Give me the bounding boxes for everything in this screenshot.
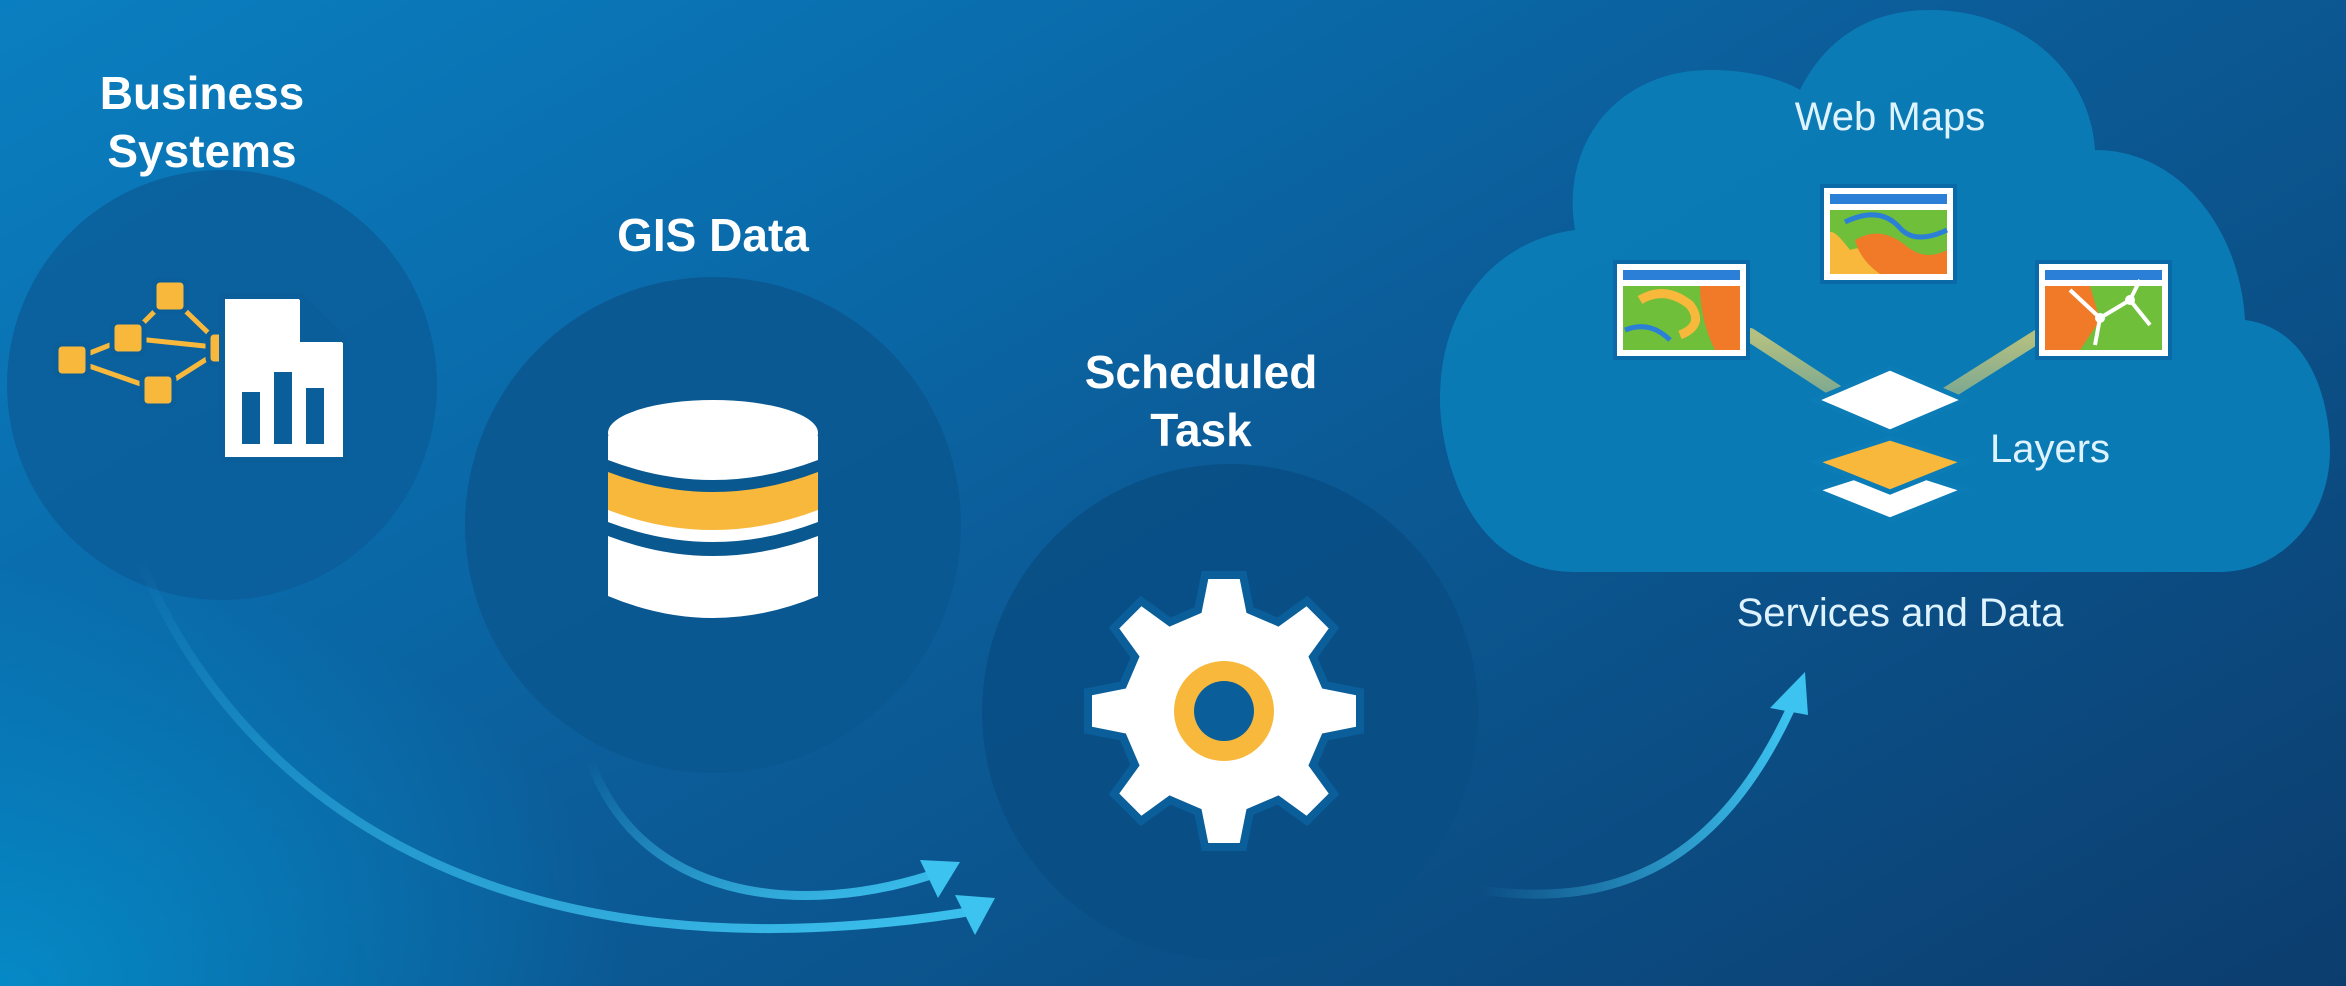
scheduled-task-label-line1: Scheduled — [1084, 346, 1318, 398]
arrowhead-1 — [955, 895, 995, 935]
business-to-task-arrow — [135, 555, 985, 934]
map-connectors — [1743, 275, 2047, 402]
business-systems-label-line1: Business — [99, 67, 305, 119]
task-to-cloud-arrow — [1475, 705, 1795, 899]
services-and-data-caption: Services and Data — [1736, 591, 2064, 635]
gear-icon — [1084, 571, 1364, 851]
web-map-icon-left — [1613, 260, 1750, 360]
gis-data-label: GIS Data — [617, 209, 809, 261]
gis-to-task-arrow — [585, 755, 945, 900]
scheduled-task-label-line2: Task — [1150, 404, 1252, 456]
flow-arrows — [135, 555, 1808, 935]
scheduled-task-label: Scheduled Task — [1051, 343, 1351, 459]
business-systems-icon — [53, 277, 349, 463]
business-systems-label: Business Systems — [52, 64, 352, 180]
layers-label: Layers — [1990, 427, 2111, 471]
database-icon — [608, 400, 818, 618]
business-systems-label-line2: Systems — [107, 125, 297, 177]
web-map-icon-right — [2035, 260, 2172, 360]
layers-icon — [1807, 365, 1973, 523]
arrowhead-3 — [1770, 672, 1808, 715]
web-maps-label: Web Maps — [1794, 95, 1986, 139]
arrowhead-2 — [920, 860, 960, 898]
web-map-icon-center — [1820, 184, 1957, 284]
